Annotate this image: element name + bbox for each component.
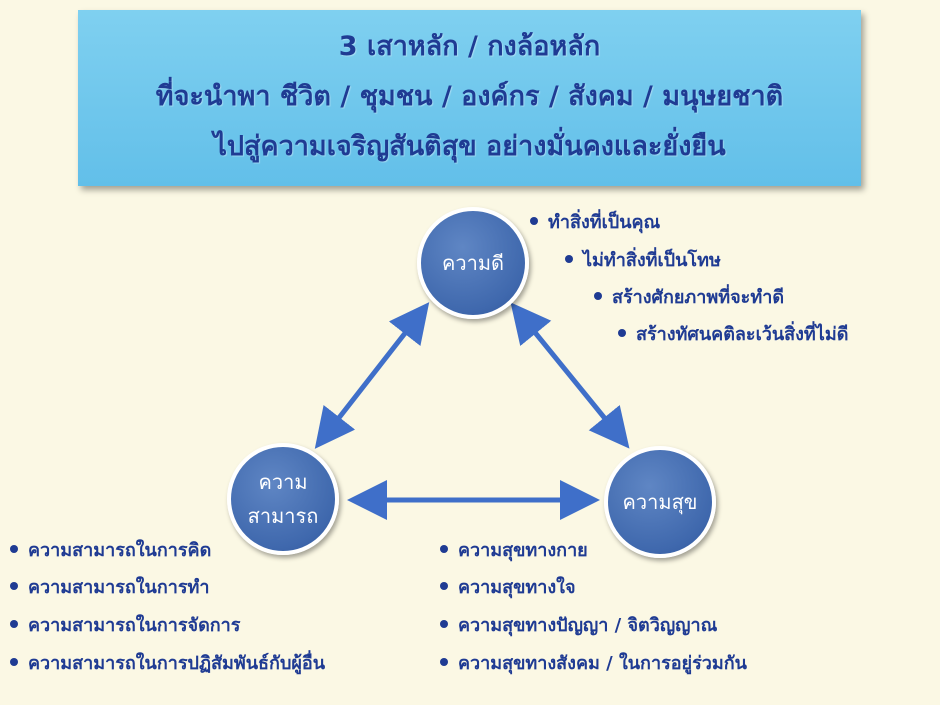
node-ability-label-line2: สามารถ xyxy=(247,504,319,528)
list-item: ทำสิ่งที่เป็นคุณ xyxy=(530,211,660,235)
list-item: สร้างทัศนคติละเว้นสิ่งที่ไม่ดี xyxy=(618,323,848,347)
list-item: ความสามารถในการปฏิสัมพันธ์กับผู้อื่น xyxy=(10,652,325,676)
node-happy-label: ความสุข xyxy=(622,490,698,514)
arrow-good-happy xyxy=(510,302,630,449)
node-happy: ความสุข xyxy=(604,446,716,558)
bullet-dot xyxy=(10,658,18,666)
bullet-dot xyxy=(10,582,18,590)
title-line-1: 3 เสาหลัก / กงล้อหลัก xyxy=(338,31,601,62)
list-item: สร้างศักยภาพที่จะทำดี xyxy=(594,286,784,310)
list-item: ความสามารถในการคิด xyxy=(10,539,211,563)
arrow-good-ability xyxy=(314,302,430,449)
bullet-dot xyxy=(440,582,448,590)
bullet-dot xyxy=(10,545,18,553)
bullet-dot xyxy=(618,329,626,337)
list-item: ความสุขทางกาย xyxy=(440,539,588,563)
list-item: ความสุขทางสังคม / ในการอยู่ร่วมกัน xyxy=(440,652,747,676)
bullet-dot xyxy=(530,217,538,225)
bullet-dot xyxy=(565,255,573,263)
bullet-dot xyxy=(594,292,602,300)
list-item: ความสามารถในการจัดการ xyxy=(10,614,240,638)
node-ability: ความ สามารถ xyxy=(227,443,339,555)
list-item: ความสุขทางใจ xyxy=(440,576,576,600)
bullet-dot xyxy=(440,658,448,666)
list-item: ความสามารถในการทำ xyxy=(10,576,210,600)
title-banner: 3 เสาหลัก / กงล้อหลัก ที่จะนำพา ชีวิต / … xyxy=(78,10,861,186)
bullet-dot xyxy=(440,545,448,553)
bullet-dot xyxy=(10,620,18,628)
node-good: ความดี xyxy=(417,207,529,319)
node-good-label: ความดี xyxy=(441,251,504,275)
bullet-dot xyxy=(440,620,448,628)
node-ability-label-line1: ความ xyxy=(258,470,308,494)
list-item: ความสุขทางปัญญา / จิตวิญญาณ xyxy=(440,614,717,638)
title-line-2: ที่จะนำพา ชีวิต / ชุมชน / องค์กร / สังคม… xyxy=(155,81,784,112)
title-line-3: ไปสู่ความเจริญสันติสุข อย่างมั่นคงและยั่… xyxy=(213,131,726,162)
list-item: ไม่ทำสิ่งที่เป็นโทษ xyxy=(565,249,721,273)
